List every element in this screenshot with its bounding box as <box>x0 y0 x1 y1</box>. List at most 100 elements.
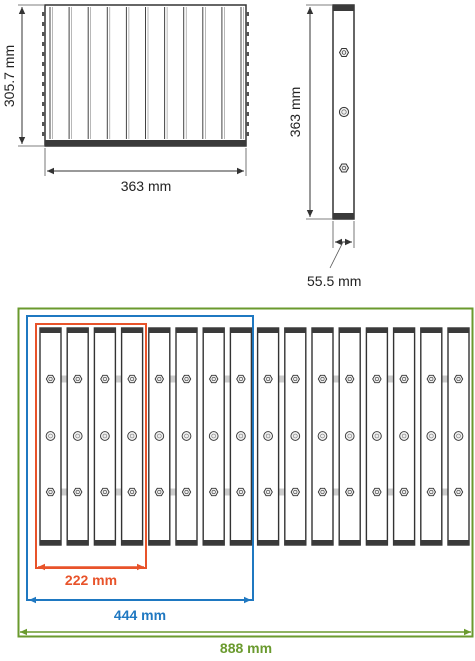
round-bolt-icon <box>236 431 246 441</box>
hex-bolt-icon <box>208 487 219 497</box>
side-bar <box>332 4 355 220</box>
hex-bolt-icon <box>72 487 83 497</box>
hex-bolt-icon <box>426 487 437 497</box>
heatsink-unit <box>420 327 443 546</box>
round-bolt-icon <box>100 431 110 441</box>
heatsink-unit <box>365 327 389 546</box>
round-bolt-icon <box>453 431 464 441</box>
edge-notch <box>246 62 249 66</box>
top-view-width-label: 363 mm <box>121 178 172 194</box>
heatsink-unit <box>39 327 62 546</box>
hex-bolt-icon <box>453 487 464 497</box>
round-bolt-icon <box>399 431 409 441</box>
heatsink-unit <box>392 327 416 546</box>
hex-bolt-icon <box>181 374 192 384</box>
round-bolt-icon <box>344 431 355 441</box>
side-view-height-label: 363 mm <box>287 87 303 138</box>
round-bolt-icon <box>181 431 192 441</box>
edge-notch <box>246 72 249 76</box>
hex-bolt-icon <box>453 374 464 384</box>
round-bolt-icon <box>426 431 437 441</box>
connector-band <box>322 375 350 383</box>
top-view-height-label: 305.7 mm <box>1 45 17 107</box>
edge-notch <box>246 132 249 136</box>
array-888-frame <box>17 307 474 638</box>
hex-bolt-icon <box>317 374 328 384</box>
heatsink-unit-row <box>39 327 470 546</box>
heatsink-unit <box>311 327 334 546</box>
span-888-label: 888 mm <box>220 640 272 656</box>
span-444-dimension: 444 mm <box>29 596 251 623</box>
span-222-dimension: 222 mm <box>38 563 144 588</box>
span-444-label: 444 mm <box>114 607 166 623</box>
round-bolt-icon <box>338 106 350 118</box>
heatsink-unit <box>229 327 253 546</box>
edge-notch <box>42 102 45 106</box>
edge-notch <box>42 62 45 66</box>
hex-bolt-icon <box>127 374 137 384</box>
side-view-depth-dimension: 55.5 mm <box>307 221 361 289</box>
top-view-height-dimension: 305.7 mm <box>1 4 44 147</box>
edge-notch <box>246 42 249 46</box>
hex-bolt-icon <box>372 487 382 497</box>
edge-notch <box>246 12 249 16</box>
edge-notch <box>246 92 249 96</box>
span-222-label: 222 mm <box>65 572 117 588</box>
edge-notch <box>246 112 249 116</box>
top-view-width-dimension: 363 mm <box>44 148 247 194</box>
round-bolt-icon <box>45 431 56 441</box>
hex-bolt-icon <box>263 374 273 384</box>
hex-bolt-icon <box>426 374 437 384</box>
heatsink-unit <box>338 327 361 546</box>
edge-notch <box>246 32 249 36</box>
edge-notch <box>246 22 249 26</box>
round-bolt-icon <box>290 431 301 441</box>
connector-band <box>431 488 459 496</box>
connector-band <box>104 375 133 383</box>
edge-notch <box>246 102 249 106</box>
hex-bolt-icon <box>236 374 246 384</box>
connector-band <box>268 488 296 496</box>
connector-band <box>213 488 241 496</box>
edge-notch <box>246 122 249 126</box>
heatsink-unit <box>202 327 225 546</box>
heatsink-unit <box>120 327 144 546</box>
connector-band <box>376 488 405 496</box>
edge-notch <box>42 32 45 36</box>
edge-notch <box>42 42 45 46</box>
hex-bolt-icon <box>344 374 355 384</box>
heatsink-unit <box>447 327 470 546</box>
hex-bolt-icon <box>263 487 273 497</box>
heatsink-edge-notches <box>42 12 249 136</box>
connector-band <box>322 488 350 496</box>
hex-bolt-icon <box>127 487 137 497</box>
edge-notch <box>42 92 45 96</box>
hex-bolt-icon <box>290 374 301 384</box>
connector-band <box>431 375 459 383</box>
hex-bolt-icon <box>236 487 246 497</box>
span-888-dimension: 888 mm <box>20 628 471 656</box>
edge-notch <box>42 132 45 136</box>
round-bolt-icon <box>372 431 382 441</box>
round-bolt-icon <box>208 431 219 441</box>
edge-notch <box>246 52 249 56</box>
edge-notch <box>246 82 249 86</box>
connector-band <box>159 488 187 496</box>
hex-bolt-icon <box>399 374 409 384</box>
round-bolt-icon <box>72 431 83 441</box>
heatsink-body <box>42 4 249 147</box>
edge-notch <box>42 72 45 76</box>
hex-bolt-icon <box>45 374 56 384</box>
heatsink-unit <box>284 327 307 546</box>
hex-bolt-icon <box>100 374 110 384</box>
side-view-height-dimension: 363 mm <box>287 4 332 220</box>
heatsink-unit <box>175 327 198 546</box>
connector-band <box>104 488 133 496</box>
hex-bolt-icon <box>344 487 355 497</box>
edge-notch <box>42 82 45 86</box>
edge-notch <box>42 52 45 56</box>
hex-bolt-icon <box>208 374 219 384</box>
edge-notch <box>42 12 45 16</box>
hex-bolt-icon <box>154 374 165 384</box>
